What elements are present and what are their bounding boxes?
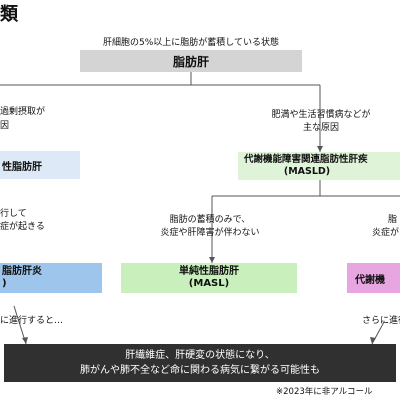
right-cause-line2: 主な原因 [302,123,339,133]
masl-box: 単純性脂肪肝 (MASL) [121,263,297,293]
outcome-line2: 肺がんや肺不全など命に関わる病気に繋がる可能性も [80,365,320,376]
severe-note-line2: 炎症が [372,228,400,238]
masld-box: 代謝機能障害関連脂肪性肝疾 (MASLD) [238,152,400,180]
outcome-line1: 肝繊維症、肝硬変の状態になり、 [125,350,275,361]
page-title: 類 [0,4,18,25]
masl-note-line2: 炎症や肝障害が伴わない [160,228,260,238]
masld-label: 代謝機能障害関連脂肪性肝疾 [244,154,368,165]
root-label: 脂肪肝 [172,54,209,69]
masld-abbr: (MASLD) [283,166,331,177]
arrow-head-masl [209,257,215,263]
left-progression-line [13,305,27,345]
left-category-box: 性脂肪肝 [0,151,80,179]
arrow-head-right-outcome [370,337,376,344]
left-subtype-label: 脂肪肝炎 [2,266,42,277]
right-cause-line1: 肥満や生活習慣病などが [271,110,371,120]
right-progression-note: さらに進行 [362,316,400,326]
left-category-label: 性脂肪肝 [2,161,42,173]
left-cause-line2: 因 [0,121,10,131]
root-caption: 肝細胞の5%以上に脂肪が蓄積している状態 [102,38,279,48]
masl-label: 単純性脂肪肝 [179,266,239,277]
arrow-head-left-outcome [22,337,28,344]
right-subtype-box: 代謝機 [347,263,400,293]
left-progression-note: に進行すると… [0,316,64,326]
masl-abbr: (MASL) [188,278,230,289]
left-subtype-sub: ) [2,278,7,289]
root-box: 脂肪肝 [80,50,302,72]
right-subtype-label: 代謝機 [355,274,385,286]
left-cause-line1: 過剰摂取が [0,107,46,117]
severe-note-line1: 脂 [388,215,398,225]
footnote: ※2023年に非アルコール [276,387,373,397]
left-condition-line1: 行して [0,209,27,219]
left-condition-line2: 症が起きる [0,222,45,232]
outcome-box: 肝繊維症、肝硬変の状態になり、 肺がんや肺不全など命に関わる病気に繋がる可能性も [4,344,396,382]
arrow-head-masld [317,146,323,152]
masl-note-line1: 脂肪の蓄積のみで、 [169,215,251,225]
left-subtype-box: 脂肪肝炎 ) [0,263,102,293]
